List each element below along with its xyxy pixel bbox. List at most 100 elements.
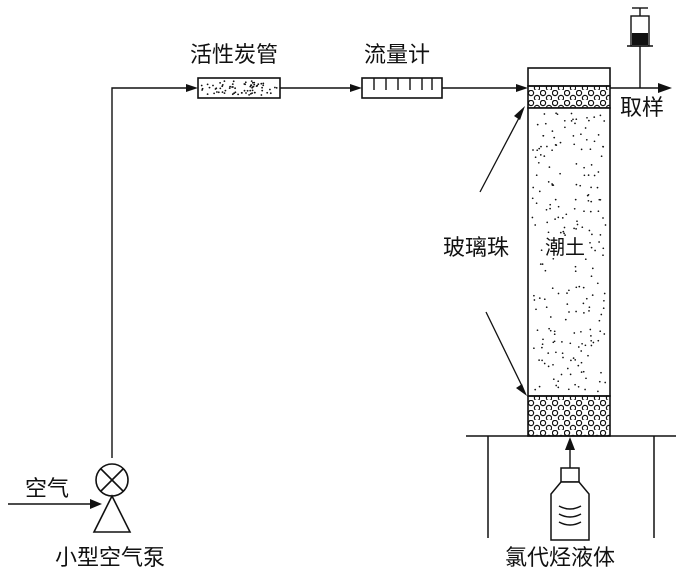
texture-dot [566, 292, 568, 294]
texture-dot [575, 310, 577, 313]
texture-dot [589, 148, 592, 151]
texture-dot [574, 198, 577, 201]
texture-dot [557, 292, 560, 295]
texture-dot [261, 86, 263, 89]
texture-dot [559, 172, 561, 175]
texture-dot [234, 91, 237, 94]
texture-dot [545, 208, 548, 211]
carbon-granules [200, 80, 278, 96]
texture-dot [260, 82, 263, 85]
pointer-line-bottom-beads [485, 311, 523, 387]
texture-dot [212, 84, 214, 87]
label-chlorinated-hydrocarbon-liquid: 氯代烃液体 [505, 546, 616, 571]
texture-dot [538, 147, 541, 150]
texture-dot [536, 149, 539, 152]
pipe-pump-to-carbon-tube [111, 87, 188, 458]
texture-dot [249, 89, 252, 92]
texture-dot [584, 388, 586, 391]
texture-dot [221, 91, 224, 93]
texture-dot [570, 359, 572, 362]
texture-dot [549, 316, 552, 318]
texture-dot [552, 257, 555, 260]
texture-dot [541, 263, 544, 265]
texture-dot [534, 156, 537, 159]
texture-dot [563, 119, 566, 122]
texture-dot [573, 332, 576, 334]
label-air-pump: 小型空气泵 [55, 546, 166, 571]
texture-dot [600, 371, 602, 374]
texture-dot [580, 371, 583, 373]
texture-dot [596, 186, 599, 189]
texture-dot [590, 339, 593, 342]
texture-dot [564, 234, 566, 236]
texture-dot [587, 199, 590, 202]
texture-dot [532, 149, 534, 151]
texture-dot [253, 83, 256, 86]
chlorinated-liquid-bottle-icon [550, 467, 590, 541]
texture-dot [588, 310, 590, 312]
texture-dot [590, 335, 592, 337]
texture-dot [540, 249, 543, 252]
texture-dot [590, 200, 593, 203]
texture-dot [249, 93, 252, 95]
texture-dot [200, 84, 203, 87]
texture-dot [561, 341, 563, 343]
texture-dot [599, 114, 602, 117]
texture-dot [243, 89, 246, 92]
texture-dot [251, 92, 254, 94]
texture-dot [531, 197, 534, 200]
texture-dot [599, 330, 602, 333]
texture-dot [245, 92, 247, 94]
texture-dot [534, 224, 537, 226]
texture-dot [566, 303, 569, 305]
pointer-arrowhead-bottom [516, 384, 527, 396]
texture-dot [541, 346, 543, 349]
texture-dot [575, 163, 578, 165]
texture-dot [587, 354, 589, 357]
texture-dot [575, 286, 578, 289]
texture-dot [257, 83, 260, 86]
texture-dot [547, 365, 550, 368]
texture-dot [593, 140, 596, 143]
texture-dot [592, 341, 595, 344]
texture-dot [548, 327, 550, 330]
air-pump-cross-icon [100, 468, 124, 492]
column-top-cap [527, 67, 611, 87]
texture-dot [570, 120, 573, 122]
texture-dot [539, 154, 542, 156]
texture-dot [544, 122, 547, 125]
texture-dot [541, 359, 543, 362]
texture-dot [269, 92, 272, 95]
air-pump-base [92, 494, 132, 533]
texture-dot [231, 83, 234, 85]
texture-dot [223, 92, 226, 94]
texture-dot [594, 249, 596, 252]
texture-dot [535, 308, 537, 311]
texture-dot [573, 207, 576, 210]
texture-dot [587, 193, 590, 196]
texture-dot [564, 318, 567, 321]
texture-dot [581, 342, 583, 345]
texture-dot [581, 226, 584, 229]
texture-dot [232, 80, 235, 83]
texture-dot [564, 126, 566, 129]
texture-dot [589, 210, 592, 213]
texture-dot [563, 232, 565, 235]
texture-dot [553, 136, 556, 139]
texture-dot [533, 294, 535, 297]
texture-dot [556, 113, 559, 116]
texture-dot [597, 171, 600, 173]
texture-dot [552, 363, 554, 366]
texture-dot [551, 130, 554, 132]
texture-dot [231, 86, 234, 88]
texture-dot [598, 319, 601, 322]
label-moist-soil: 潮土 [543, 235, 587, 259]
texture-dot [251, 86, 254, 89]
texture-dot [562, 230, 565, 233]
texture-dot [575, 118, 578, 121]
texture-dot [585, 297, 588, 300]
texture-dot [253, 91, 256, 94]
texture-dot [260, 94, 263, 96]
texture-dot [579, 184, 582, 187]
